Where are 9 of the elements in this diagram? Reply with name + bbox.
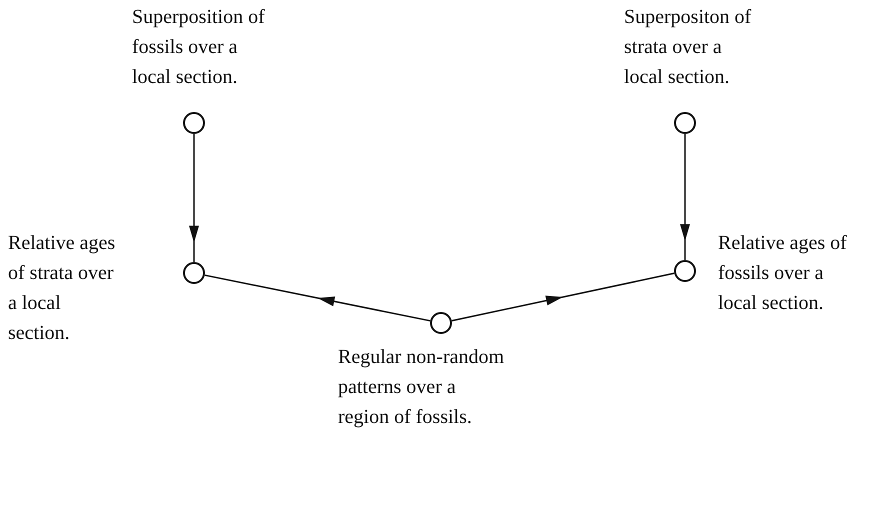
node-label: Relative ages of fossils over a local section. [718,231,848,316]
arrow [452,272,674,322]
node-label: Superpositon of strata over a local section. [624,5,752,90]
node-label: Relative ages of strata over a local section. [8,231,116,346]
node-label: Superposition of fossils over a local section. [132,5,266,90]
arrow [680,134,690,260]
node-label: Regular non-random patterns over a region of fossils. [338,345,506,430]
arrow [189,134,199,262]
arrow [204,274,430,322]
